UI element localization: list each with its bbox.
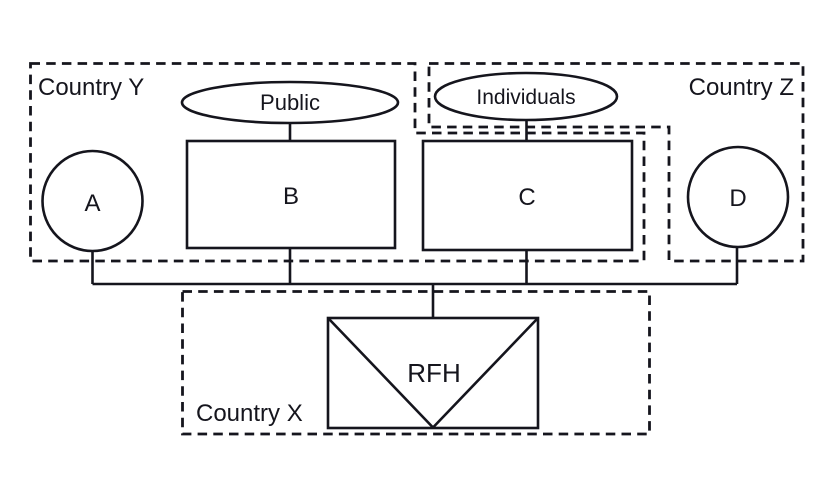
- country-x-border: [181, 290, 651, 436]
- node-a-label: A: [84, 190, 100, 217]
- node-rfh-rect: [326, 316, 540, 430]
- node-individuals-label: Individuals: [476, 86, 575, 109]
- node-b-label: B: [283, 183, 299, 210]
- node-a-circle: [41, 149, 144, 253]
- country-x-label: Country X: [196, 400, 303, 427]
- node-c-rect: [421, 139, 634, 252]
- country-y-border: [29, 62, 646, 263]
- node-b-rect: [185, 139, 397, 250]
- node-rfh-label: RFH: [407, 358, 460, 388]
- node-individuals-ellipse: [433, 71, 619, 122]
- node-public-label: Public: [260, 90, 320, 115]
- country-y-label: Country Y: [38, 74, 144, 101]
- node-public-ellipse: [180, 80, 400, 125]
- node-c-label: C: [518, 184, 535, 211]
- node-d-label: D: [729, 185, 746, 212]
- country-z-label: Country Z: [689, 74, 794, 101]
- node-rfh-v-diagonals: [328, 318, 538, 429]
- node-d-circle: [686, 145, 790, 249]
